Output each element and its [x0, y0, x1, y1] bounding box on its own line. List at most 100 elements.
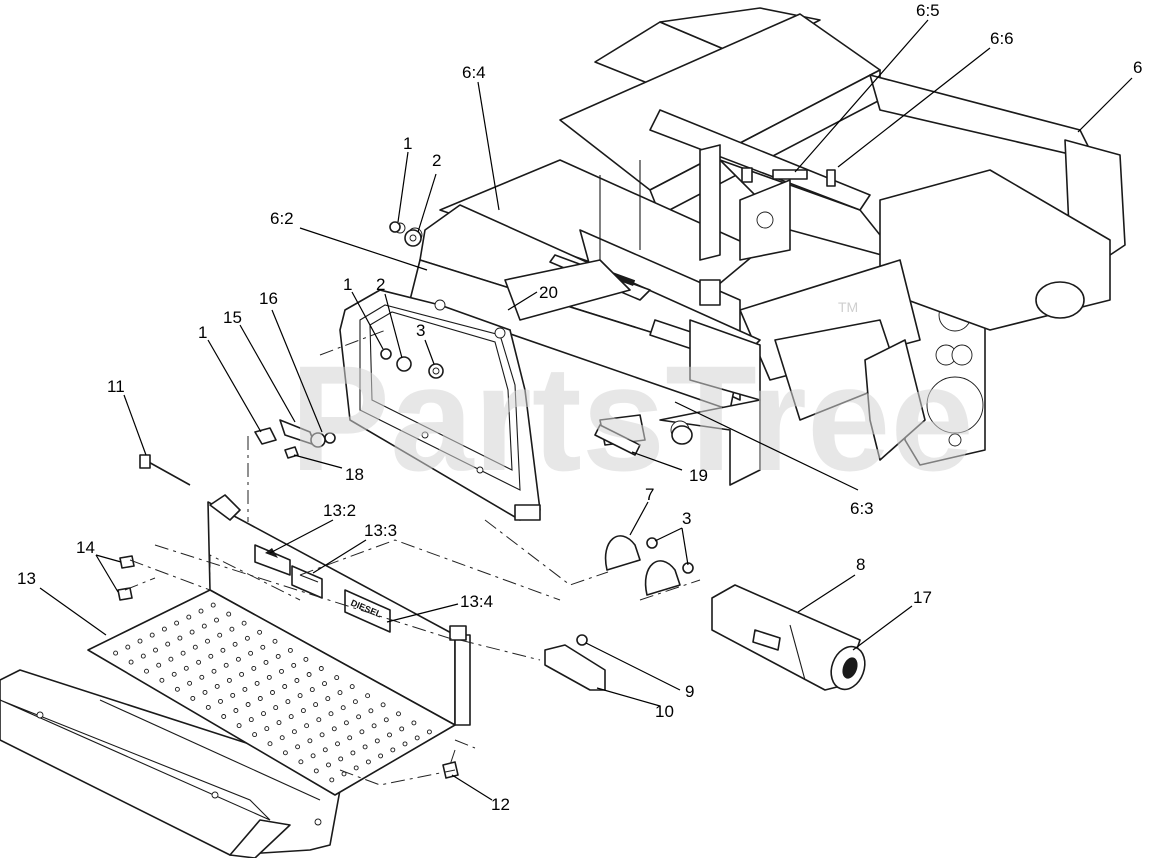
perforation-hole: [356, 714, 362, 720]
perforation-hole: [153, 647, 158, 653]
perforation-hole: [208, 653, 214, 659]
callout-20: 20: [539, 283, 558, 302]
perforation-hole: [338, 756, 344, 762]
perforation-hole: [270, 690, 275, 695]
perforation-hole: [353, 765, 359, 771]
perforation-hole: [128, 659, 134, 665]
callout-13-2: 13:2: [323, 501, 356, 520]
main-frame: [394, 7, 1126, 486]
perforation-hole: [325, 696, 331, 702]
callout-6-2: 6:2: [270, 209, 294, 228]
guard-panel: [339, 289, 541, 521]
callout-11: 11: [107, 377, 125, 396]
perforation-hole: [288, 714, 294, 720]
perforation-hole: [263, 659, 269, 665]
perforation-hole: [221, 714, 227, 719]
perforation-hole: [223, 662, 229, 668]
perforation-hole: [239, 671, 245, 677]
perforation-hole: [402, 741, 408, 747]
perforation-hole: [297, 693, 303, 699]
perforation-hole: [322, 681, 327, 687]
perforation-hole: [229, 626, 235, 632]
perforation-hole: [202, 689, 208, 695]
callout-19: 19: [689, 466, 708, 485]
perforation-hole: [350, 750, 356, 756]
perforation-hole: [220, 647, 226, 653]
perforation-hole: [192, 644, 198, 650]
perforation-hole: [352, 699, 358, 705]
perforation-hole: [396, 711, 401, 717]
leader-lines: [39, 19, 1133, 801]
perforation-hole: [226, 677, 232, 683]
callout-17: 17: [913, 588, 932, 607]
perforation-hole: [201, 623, 207, 629]
perforation-hole: [276, 720, 282, 726]
callout-16: 16: [259, 289, 278, 308]
perforation-hole: [306, 672, 312, 677]
callout-6-3: 6:3: [850, 499, 874, 518]
perforation-hole: [365, 759, 371, 765]
perforation-hole: [310, 753, 316, 759]
perforation-hole: [254, 680, 260, 686]
perforation-hole: [149, 632, 155, 638]
callout-12: 12: [491, 795, 510, 814]
perforation-hole: [230, 692, 236, 698]
perforation-hole: [245, 702, 251, 707]
callout-10: 10: [655, 702, 674, 721]
perforation-hole: [264, 726, 270, 732]
perforation-hole: [144, 668, 149, 674]
perforation-hole: [319, 732, 325, 738]
perforation-hole: [313, 768, 319, 774]
callout-13-3: 13:3: [364, 521, 397, 540]
perforation-hole: [399, 726, 405, 732]
perforation-hole: [233, 708, 239, 713]
perforation-hole: [251, 665, 257, 671]
warning-decal: [254, 544, 291, 576]
perforation-hole: [161, 626, 167, 632]
perforation-hole: [272, 638, 278, 644]
callout-3: 3: [416, 321, 425, 340]
perforation-hole: [257, 696, 263, 701]
callout-labels: 1 2 1 2 3 1 15 16 11 18 20 19 6:2 6:4 6:…: [17, 1, 1142, 814]
perforation-hole: [177, 635, 183, 641]
perforation-hole: [359, 729, 365, 735]
perforation-hole: [318, 666, 324, 671]
perforation-hole: [168, 656, 174, 662]
perforation-hole: [291, 729, 297, 735]
perforation-hole: [329, 777, 335, 783]
perforation-hole: [279, 668, 284, 674]
perforation-hole: [214, 683, 220, 689]
perforation-hole: [337, 690, 343, 696]
perforation-hole: [159, 677, 165, 683]
perforation-hole: [365, 693, 371, 699]
perforation-hole: [349, 684, 355, 690]
perforation-hole: [235, 656, 241, 662]
callout-13-4: 13:4: [460, 592, 493, 611]
perforation-hole: [322, 747, 328, 753]
perforation-hole: [387, 732, 392, 738]
perforation-hole: [165, 641, 171, 647]
perforation-hole: [140, 653, 146, 659]
perforation-hole: [218, 698, 223, 704]
callout-14: 14: [76, 538, 95, 557]
fasteners: [117, 221, 866, 779]
perforation-hole: [309, 687, 315, 693]
perforation-hole: [187, 680, 193, 686]
perforation-hole: [282, 684, 288, 689]
callout-6-4: 6:4: [462, 63, 486, 82]
perforation-hole: [326, 762, 331, 768]
perforation-hole: [426, 729, 432, 735]
perforation-hole: [282, 750, 288, 756]
perforation-hole: [248, 650, 254, 656]
callout-15: 15: [223, 308, 242, 327]
perforation-hole: [334, 675, 340, 681]
callout-6: 6: [1133, 58, 1142, 77]
perforation-hole: [380, 702, 386, 708]
perforation-hole: [244, 635, 250, 641]
perforation-hole: [267, 741, 273, 747]
perforation-hole: [285, 699, 291, 705]
perforation-hole: [343, 720, 349, 726]
perforation-hole: [183, 665, 189, 671]
perforation-hole: [196, 659, 202, 665]
deflector-plate: [0, 669, 341, 858]
